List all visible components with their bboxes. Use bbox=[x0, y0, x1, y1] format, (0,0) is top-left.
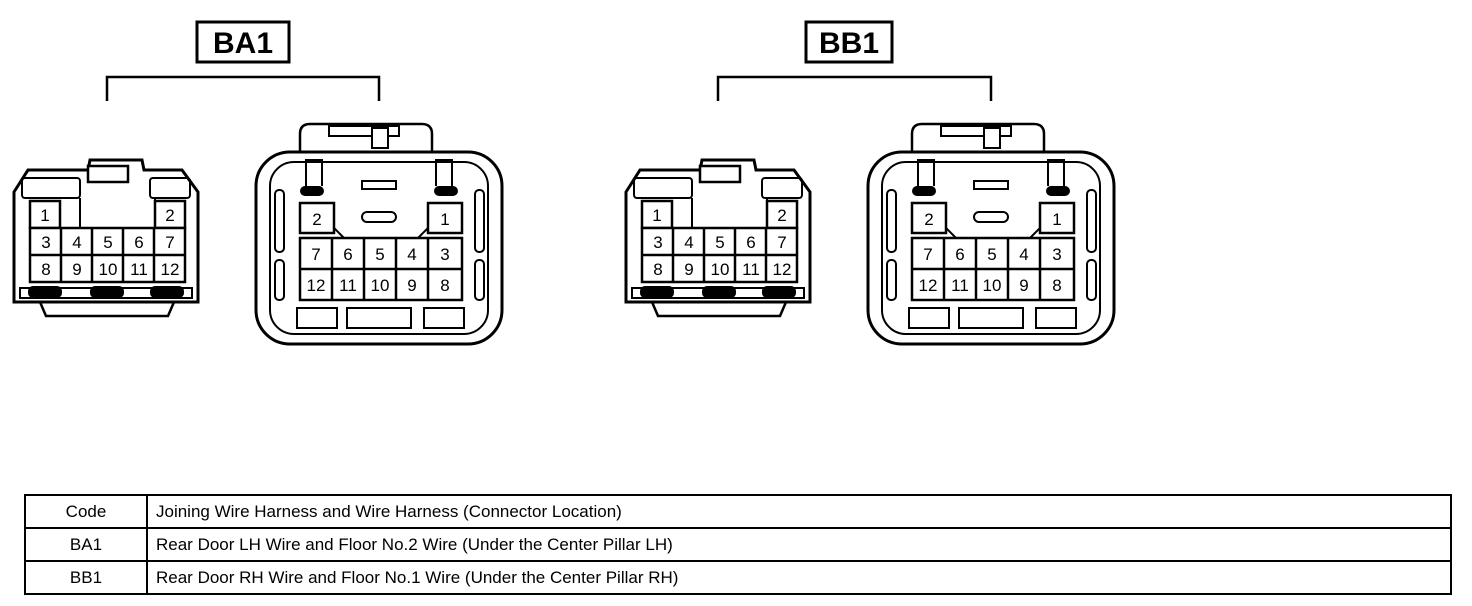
pin-label: 3 bbox=[653, 233, 662, 252]
pin-label: 2 bbox=[165, 206, 174, 225]
column-header-description: Joining Wire Harness and Wire Harness (C… bbox=[146, 494, 1452, 529]
code-box-bb1 bbox=[804, 20, 894, 64]
pin-label: 4 bbox=[684, 233, 693, 252]
pin-label: 9 bbox=[1019, 276, 1028, 295]
pin-label: 3 bbox=[440, 245, 449, 264]
pin-label: 6 bbox=[955, 245, 964, 264]
pin-label: 5 bbox=[375, 245, 384, 264]
pin-label: 9 bbox=[684, 260, 693, 279]
pin-label: 4 bbox=[72, 233, 81, 252]
pin-label: 9 bbox=[72, 260, 81, 279]
row-code: BA1 bbox=[24, 527, 148, 562]
pin-label: 10 bbox=[371, 276, 390, 295]
code-label-ba1: BA1 bbox=[213, 27, 273, 60]
row-description: Rear Door RH Wire and Floor No.1 Wire (U… bbox=[146, 560, 1452, 595]
bracket-ba1 bbox=[105, 75, 381, 101]
pin-label: 2 bbox=[312, 210, 321, 229]
table-row: BB1 Rear Door RH Wire and Floor No.1 Wir… bbox=[24, 560, 1452, 595]
pin-label: 6 bbox=[746, 233, 755, 252]
pin-label: 12 bbox=[161, 260, 180, 279]
row-code: BB1 bbox=[24, 560, 148, 595]
small-connector-bb1: 1 2 3 4 5 6 7 8 9 10 11 12 bbox=[624, 158, 812, 318]
pin-label: 1 bbox=[40, 206, 49, 225]
row-description: Rear Door LH Wire and Floor No.2 Wire (U… bbox=[146, 527, 1452, 562]
small-connector-ba1: 1 2 3 4 5 6 7 8 9 10 11 12 bbox=[12, 158, 200, 318]
pin-label: 8 bbox=[1052, 276, 1061, 295]
pin-label: 8 bbox=[440, 276, 449, 295]
pin-label: 3 bbox=[1052, 245, 1061, 264]
pin-label: 6 bbox=[134, 233, 143, 252]
pin-label: 7 bbox=[777, 233, 786, 252]
large-connector-ba1: 2 1 7 6 5 4 3 12 11 10 9 8 bbox=[254, 122, 504, 346]
pin-label: 1 bbox=[440, 210, 449, 229]
code-box-ba1 bbox=[195, 20, 291, 64]
pin-label: 2 bbox=[924, 210, 933, 229]
pin-label: 11 bbox=[951, 276, 969, 295]
column-header-code: Code bbox=[24, 494, 148, 529]
pin-label: 8 bbox=[41, 260, 50, 279]
pin-label: 7 bbox=[311, 245, 320, 264]
pin-label: 8 bbox=[653, 260, 662, 279]
pin-label: 12 bbox=[919, 276, 938, 295]
pin-label: 1 bbox=[1052, 210, 1061, 229]
pin-label: 10 bbox=[711, 260, 730, 279]
pin-label: 7 bbox=[165, 233, 174, 252]
table-row: BA1 Rear Door LH Wire and Floor No.2 Wir… bbox=[24, 527, 1452, 562]
code-label-bb1: BB1 bbox=[819, 27, 879, 60]
large-connector-bb1: 2 1 7 6 5 4 3 12 11 10 9 8 bbox=[866, 122, 1116, 346]
pin-label: 6 bbox=[343, 245, 352, 264]
pin-label: 7 bbox=[923, 245, 932, 264]
table-header-row: Code Joining Wire Harness and Wire Harne… bbox=[24, 494, 1452, 529]
pin-label: 11 bbox=[742, 260, 760, 279]
pin-label: 5 bbox=[987, 245, 996, 264]
pin-label: 4 bbox=[407, 245, 416, 264]
pin-label: 2 bbox=[777, 206, 786, 225]
connector-group-bb1: BB1 1 2 3 4 5 6 bbox=[624, 20, 1116, 346]
pin-label: 12 bbox=[773, 260, 792, 279]
bracket-bb1 bbox=[716, 75, 993, 101]
pin-label: 5 bbox=[103, 233, 112, 252]
connector-legend-table: Code Joining Wire Harness and Wire Harne… bbox=[24, 494, 1452, 595]
pin-label: 12 bbox=[307, 276, 326, 295]
pin-label: 11 bbox=[130, 260, 148, 279]
pin-label: 4 bbox=[1019, 245, 1028, 264]
pin-label: 10 bbox=[99, 260, 118, 279]
pin-label: 9 bbox=[407, 276, 416, 295]
connector-group-ba1: BA1 1 2 3 4 5 6 bbox=[12, 20, 504, 346]
pin-label: 3 bbox=[41, 233, 50, 252]
pin-label: 10 bbox=[983, 276, 1002, 295]
pin-label: 1 bbox=[652, 206, 661, 225]
pin-label: 11 bbox=[339, 276, 357, 295]
pin-label: 5 bbox=[715, 233, 724, 252]
